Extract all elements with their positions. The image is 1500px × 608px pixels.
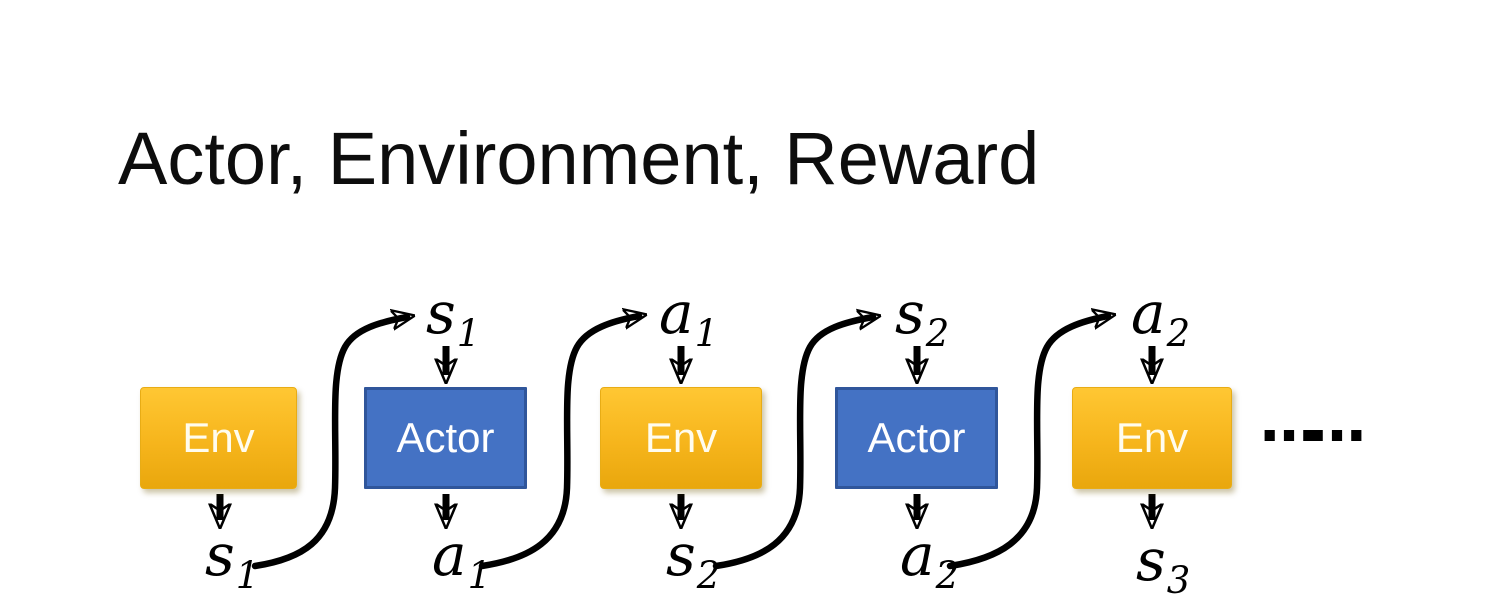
label-s2-top-sub: 2 (925, 312, 950, 355)
label-a2-bottom: a2 (900, 526, 959, 594)
label-s3-bottom-base: s (1136, 526, 1166, 594)
env-box-1-label: Env (182, 414, 255, 461)
label-a1-top: a1 (659, 284, 718, 352)
continuation-ellipsis: …… (1260, 387, 1366, 455)
actor-box-2: Actor (835, 387, 998, 489)
label-a2-bottom-base: a (900, 521, 935, 589)
page-title: Actor, Environment, Reward (118, 117, 1040, 200)
label-s2-bottom: s2 (666, 526, 720, 594)
label-a1-bottom-base: a (432, 521, 467, 589)
label-s2-top: s2 (895, 284, 949, 352)
env-box-2: Env (600, 387, 762, 489)
label-a1-top-sub: 1 (694, 312, 719, 355)
label-a1-bottom: a1 (432, 526, 491, 594)
label-s1-bottom-sub: 1 (235, 554, 260, 597)
label-a2-bottom-sub: 2 (935, 554, 960, 597)
label-a1-bottom-sub: 1 (467, 554, 492, 597)
label-a2-top-base: a (1131, 279, 1166, 347)
label-a2-top-sub: 2 (1166, 312, 1191, 355)
label-s1-bottom: s1 (205, 526, 259, 594)
env-box-3: Env (1072, 387, 1232, 489)
label-s2-bottom-base: s (666, 521, 696, 589)
label-s2-bottom-sub: 2 (696, 554, 721, 597)
env-box-3-label: Env (1115, 414, 1189, 461)
label-a1-top-base: a (659, 279, 694, 347)
label-s1-top: s1 (426, 284, 480, 352)
actor-box-2-label: Actor (867, 414, 966, 461)
label-s3-bottom-sub: 3 (1166, 559, 1191, 602)
label-s1-top-base: s (426, 279, 456, 347)
env-box-2-label: Env (644, 414, 718, 461)
label-s2-top-base: s (895, 279, 925, 347)
label-s1-bottom-base: s (205, 521, 235, 589)
actor-box-1-label: Actor (396, 414, 495, 461)
env-box-1: Env (140, 387, 297, 489)
label-s1-top-sub: 1 (456, 312, 481, 355)
label-s3-bottom: s3 (1136, 531, 1190, 599)
label-a2-top: a2 (1131, 284, 1190, 352)
actor-box-1: Actor (364, 387, 527, 489)
